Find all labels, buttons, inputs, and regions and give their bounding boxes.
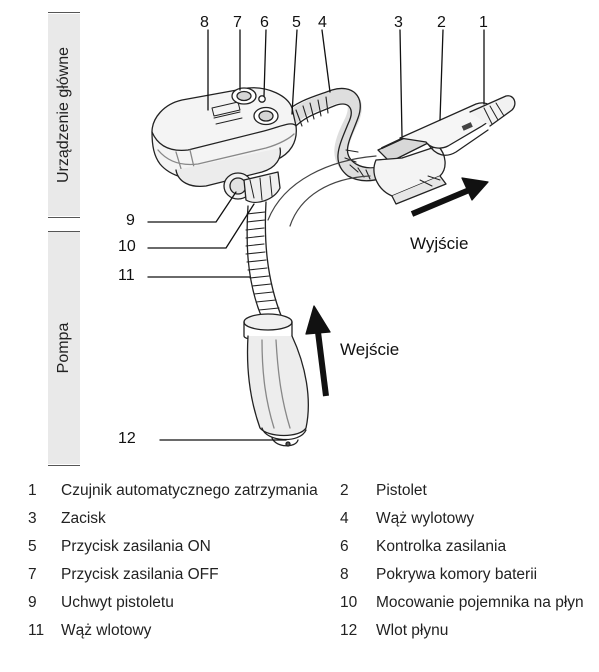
pump-band: Pompa (48, 232, 80, 464)
legend-text: Wąż wylotowy (376, 510, 475, 527)
legend-number: 11 (28, 622, 45, 639)
legend-number: 4 (340, 510, 349, 527)
pump-bottle (243, 313, 309, 447)
input-label: Wejście (340, 340, 400, 359)
legend-row: 11 Wąż wlotowy 12 Wlot płynu (0, 622, 599, 650)
callout-11: 11 (118, 267, 135, 284)
legend-number: 1 (28, 482, 37, 499)
inlet-hose (245, 201, 283, 319)
legend-row: 1 Czujnik automatycznego zatrzymania 2 P… (0, 482, 599, 510)
callout-9: 9 (126, 212, 135, 229)
callout-7: 7 (233, 14, 242, 31)
band-lower-border (48, 231, 80, 232)
callout-2: 2 (437, 14, 446, 31)
legend-row: 5 Przycisk zasilania ON 6 Kontrolka zasi… (0, 538, 599, 566)
legend-text: Uchwyt pistoletu (61, 594, 174, 611)
main-unit-band: Urządzenie główne (48, 14, 80, 216)
callout-12: 12 (118, 430, 136, 447)
legend-number: 12 (340, 622, 358, 639)
legend-text: Kontrolka zasilania (376, 538, 507, 555)
main-unit (151, 87, 297, 203)
callout-3: 3 (394, 14, 403, 31)
legend-row: 9 Uchwyt pistoletu 10 Mocowanie pojemnik… (0, 594, 599, 622)
input-arrow (305, 305, 331, 397)
output-arrow (410, 177, 489, 217)
legend-text: Wlot płynu (376, 622, 449, 639)
band-middle-border (48, 217, 80, 218)
device-illustration (147, 29, 516, 447)
pump-diagram: Urządzenie główne Pompa (48, 12, 516, 466)
legend-number: 8 (340, 566, 349, 583)
hose-loop (267, 155, 377, 227)
legend-row: 3 Zacisk 4 Wąż wylotowy (0, 510, 599, 538)
callout-10: 10 (118, 238, 136, 255)
legend-text: Czujnik automatycznego zatrzymania (61, 482, 318, 499)
legend-number: 7 (28, 566, 37, 583)
legend-text: Przycisk zasilania OFF (61, 566, 219, 583)
legend-text: Mocowanie pojemnika na płyn (376, 594, 584, 611)
power-indicator (258, 95, 266, 103)
callout-5: 5 (292, 14, 301, 31)
legend-number: 10 (340, 594, 358, 611)
legend-number: 3 (28, 510, 37, 527)
callout-6: 6 (260, 14, 269, 31)
band-top-border (48, 12, 80, 13)
outlet-hose (281, 87, 403, 182)
output-label: Wyjście (410, 234, 469, 253)
callout-4: 4 (318, 14, 327, 31)
legend-number: 6 (340, 538, 349, 555)
callout-lines (147, 29, 485, 441)
legend-text: Pokrywa komory baterii (376, 566, 538, 583)
legend-number: 9 (28, 594, 37, 611)
legend-text: Wąż wlotowy (61, 622, 152, 639)
legend-number: 5 (28, 538, 37, 555)
legend-text: Zacisk (61, 510, 106, 527)
legend-text: Przycisk zasilania ON (61, 538, 211, 555)
legend-text: Pistolet (376, 482, 427, 499)
callout-8: 8 (200, 14, 209, 31)
legend-number: 2 (340, 482, 349, 499)
band-bottom-border (48, 465, 80, 466)
legend-row: 7 Przycisk zasilania OFF 8 Pokrywa komor… (0, 566, 599, 594)
spray-gun (373, 95, 516, 205)
callout-1: 1 (479, 14, 488, 31)
